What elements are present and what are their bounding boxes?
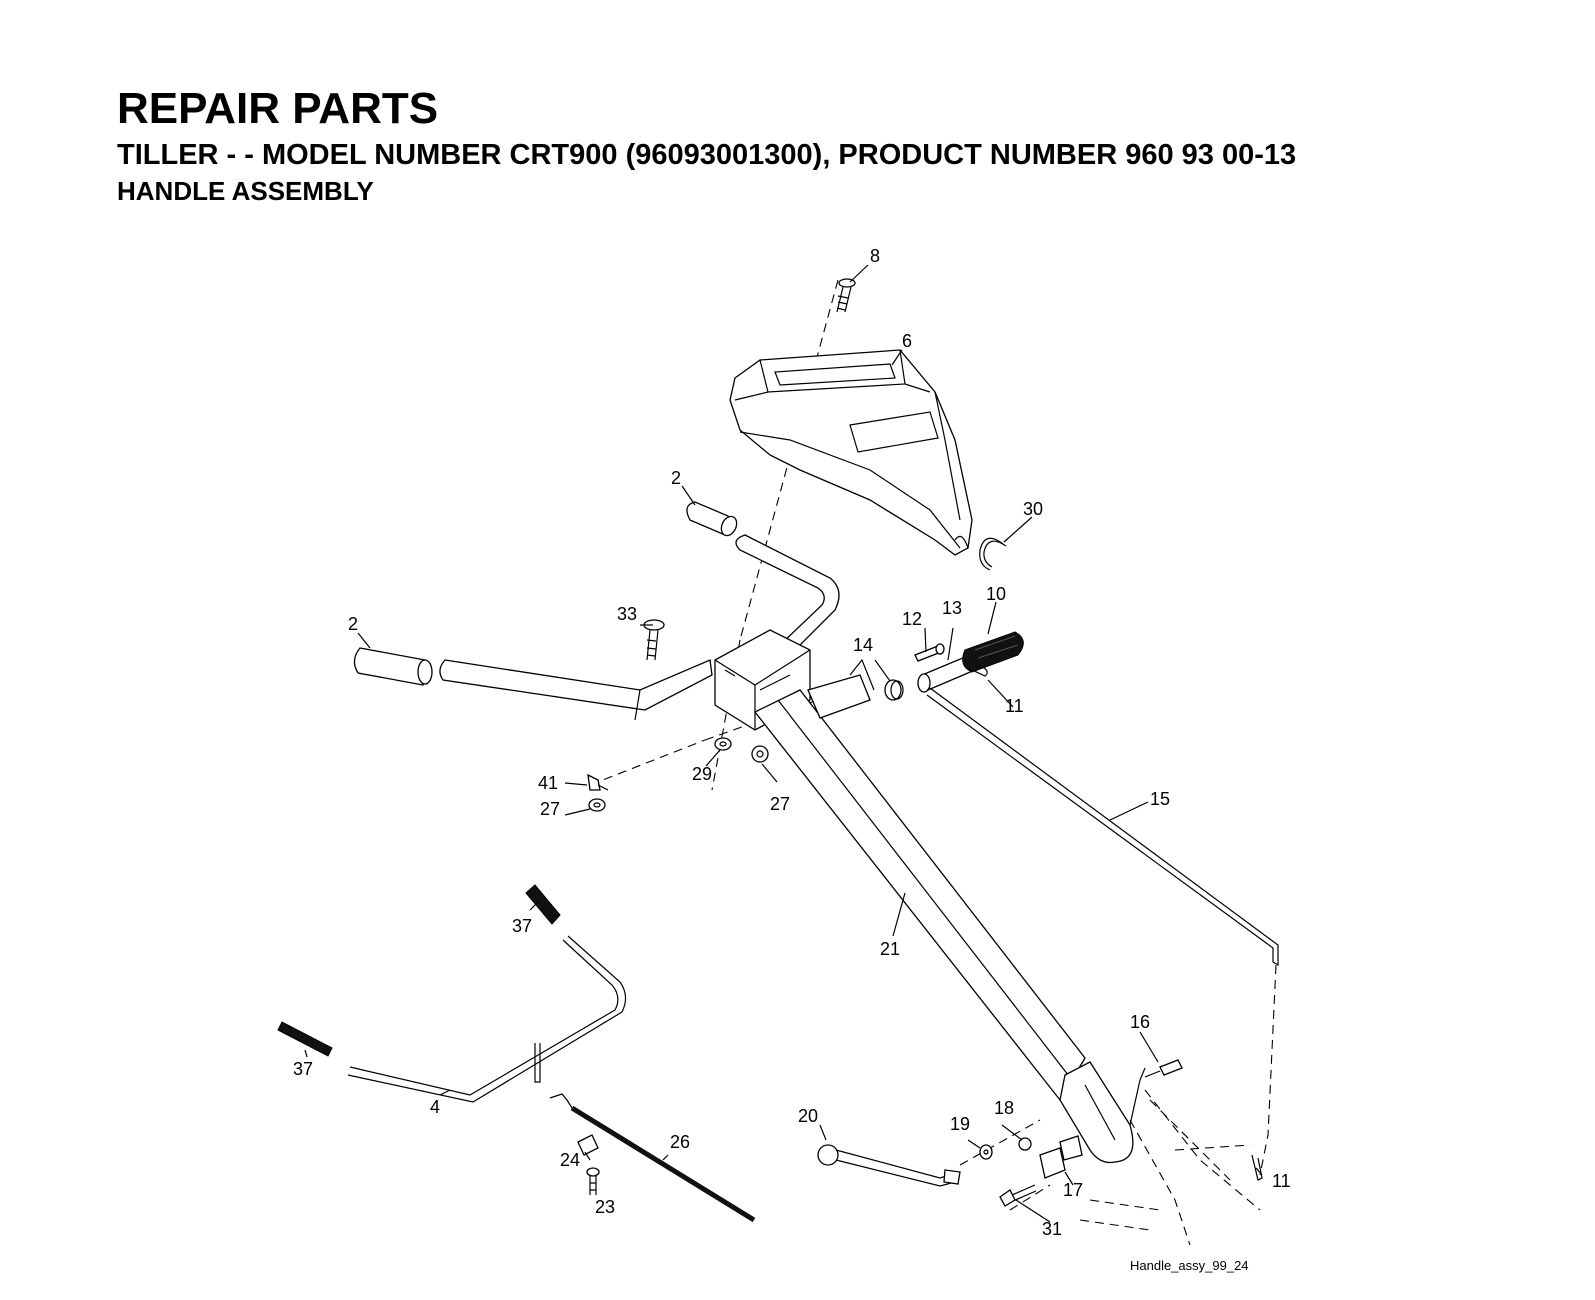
callout-15: 15 — [1150, 789, 1170, 809]
callout-11-lower: 11 — [1272, 1171, 1291, 1191]
cross-bracket — [807, 658, 875, 719]
part-37-grip-upper — [525, 884, 561, 925]
callout-23: 23 — [595, 1197, 615, 1217]
callout-10: 10 — [986, 584, 1006, 604]
part-15-control-rod — [926, 687, 1279, 967]
part-4-control-bail — [347, 935, 627, 1103]
callout-labels: 8 6 2 30 2 33 12 13 10 14 11 41 29 27 27… — [293, 246, 1291, 1239]
part-2-grip-left — [353, 647, 433, 686]
callout-21: 21 — [880, 939, 900, 959]
part-11-clip-upper — [967, 665, 988, 677]
part-14-spacer — [884, 679, 904, 701]
part-26-cable — [549, 1093, 756, 1223]
callout-11-upper: 11 — [1005, 696, 1024, 716]
callout-27-right: 27 — [770, 794, 790, 814]
callout-41: 41 — [538, 773, 558, 793]
callout-31: 31 — [1042, 1219, 1062, 1239]
callout-17: 17 — [1063, 1180, 1083, 1200]
part-11-clip-lower — [1251, 1154, 1263, 1181]
part-24-clamp — [577, 1134, 599, 1156]
handlebar-left-tube — [439, 659, 713, 721]
part-27-nut-right — [751, 745, 769, 763]
callout-14: 14 — [853, 635, 873, 655]
page-title: REPAIR PARTS — [117, 84, 439, 133]
part-8-screw — [836, 278, 856, 313]
part-19-washer — [979, 1144, 993, 1160]
callout-16: 16 — [1130, 1012, 1150, 1032]
callout-29: 29 — [692, 764, 712, 784]
callout-27-left: 27 — [540, 799, 560, 819]
callout-18: 18 — [994, 1098, 1014, 1118]
model-line: TILLER - - MODEL NUMBER CRT900 (96093001… — [117, 139, 1297, 171]
callout-6: 6 — [902, 331, 912, 351]
part-16-bolt — [1144, 1059, 1183, 1078]
part-29-nut — [714, 737, 732, 751]
callout-13: 13 — [942, 598, 962, 618]
callout-19: 19 — [950, 1114, 970, 1134]
part-17-block — [1039, 1135, 1083, 1179]
callout-2-left: 2 — [348, 614, 358, 634]
part-33-bolt — [643, 619, 665, 661]
section-title: HANDLE ASSEMBLY — [117, 176, 374, 206]
callout-30: 30 — [1023, 499, 1043, 519]
part-27-nut-left — [588, 798, 606, 812]
callout-20: 20 — [798, 1106, 818, 1126]
callout-8: 8 — [870, 246, 880, 266]
callout-2-upper: 2 — [671, 468, 681, 488]
part-12-pin — [914, 643, 945, 662]
part-10-grip — [962, 631, 1024, 673]
part-2-grip-upper — [686, 501, 738, 537]
part-23-screw — [586, 1167, 600, 1195]
part-18-nut — [1018, 1137, 1032, 1151]
callout-33: 33 — [617, 604, 637, 624]
part-41-clip — [587, 773, 609, 791]
callout-12: 12 — [902, 609, 922, 629]
callout-37-upper: 37 — [512, 916, 532, 936]
handlebar-upper-tube — [735, 534, 840, 656]
part-20-shift-lever — [817, 1144, 961, 1187]
part-37-grip-left — [277, 1021, 333, 1057]
part-6-console — [729, 349, 973, 556]
part-30-clip — [979, 537, 1007, 571]
callout-24: 24 — [560, 1150, 580, 1170]
callout-37-left: 37 — [293, 1059, 313, 1079]
part-31-bolt — [999, 1184, 1037, 1207]
leader-lines — [304, 264, 1263, 1223]
handle-lower-bracket — [1059, 1061, 1146, 1164]
figure-id: Handle_assy_99_24 — [1130, 1258, 1249, 1273]
callout-4: 4 — [430, 1097, 440, 1117]
part-21-handle-tube — [753, 689, 1086, 1102]
callout-26: 26 — [670, 1132, 690, 1152]
